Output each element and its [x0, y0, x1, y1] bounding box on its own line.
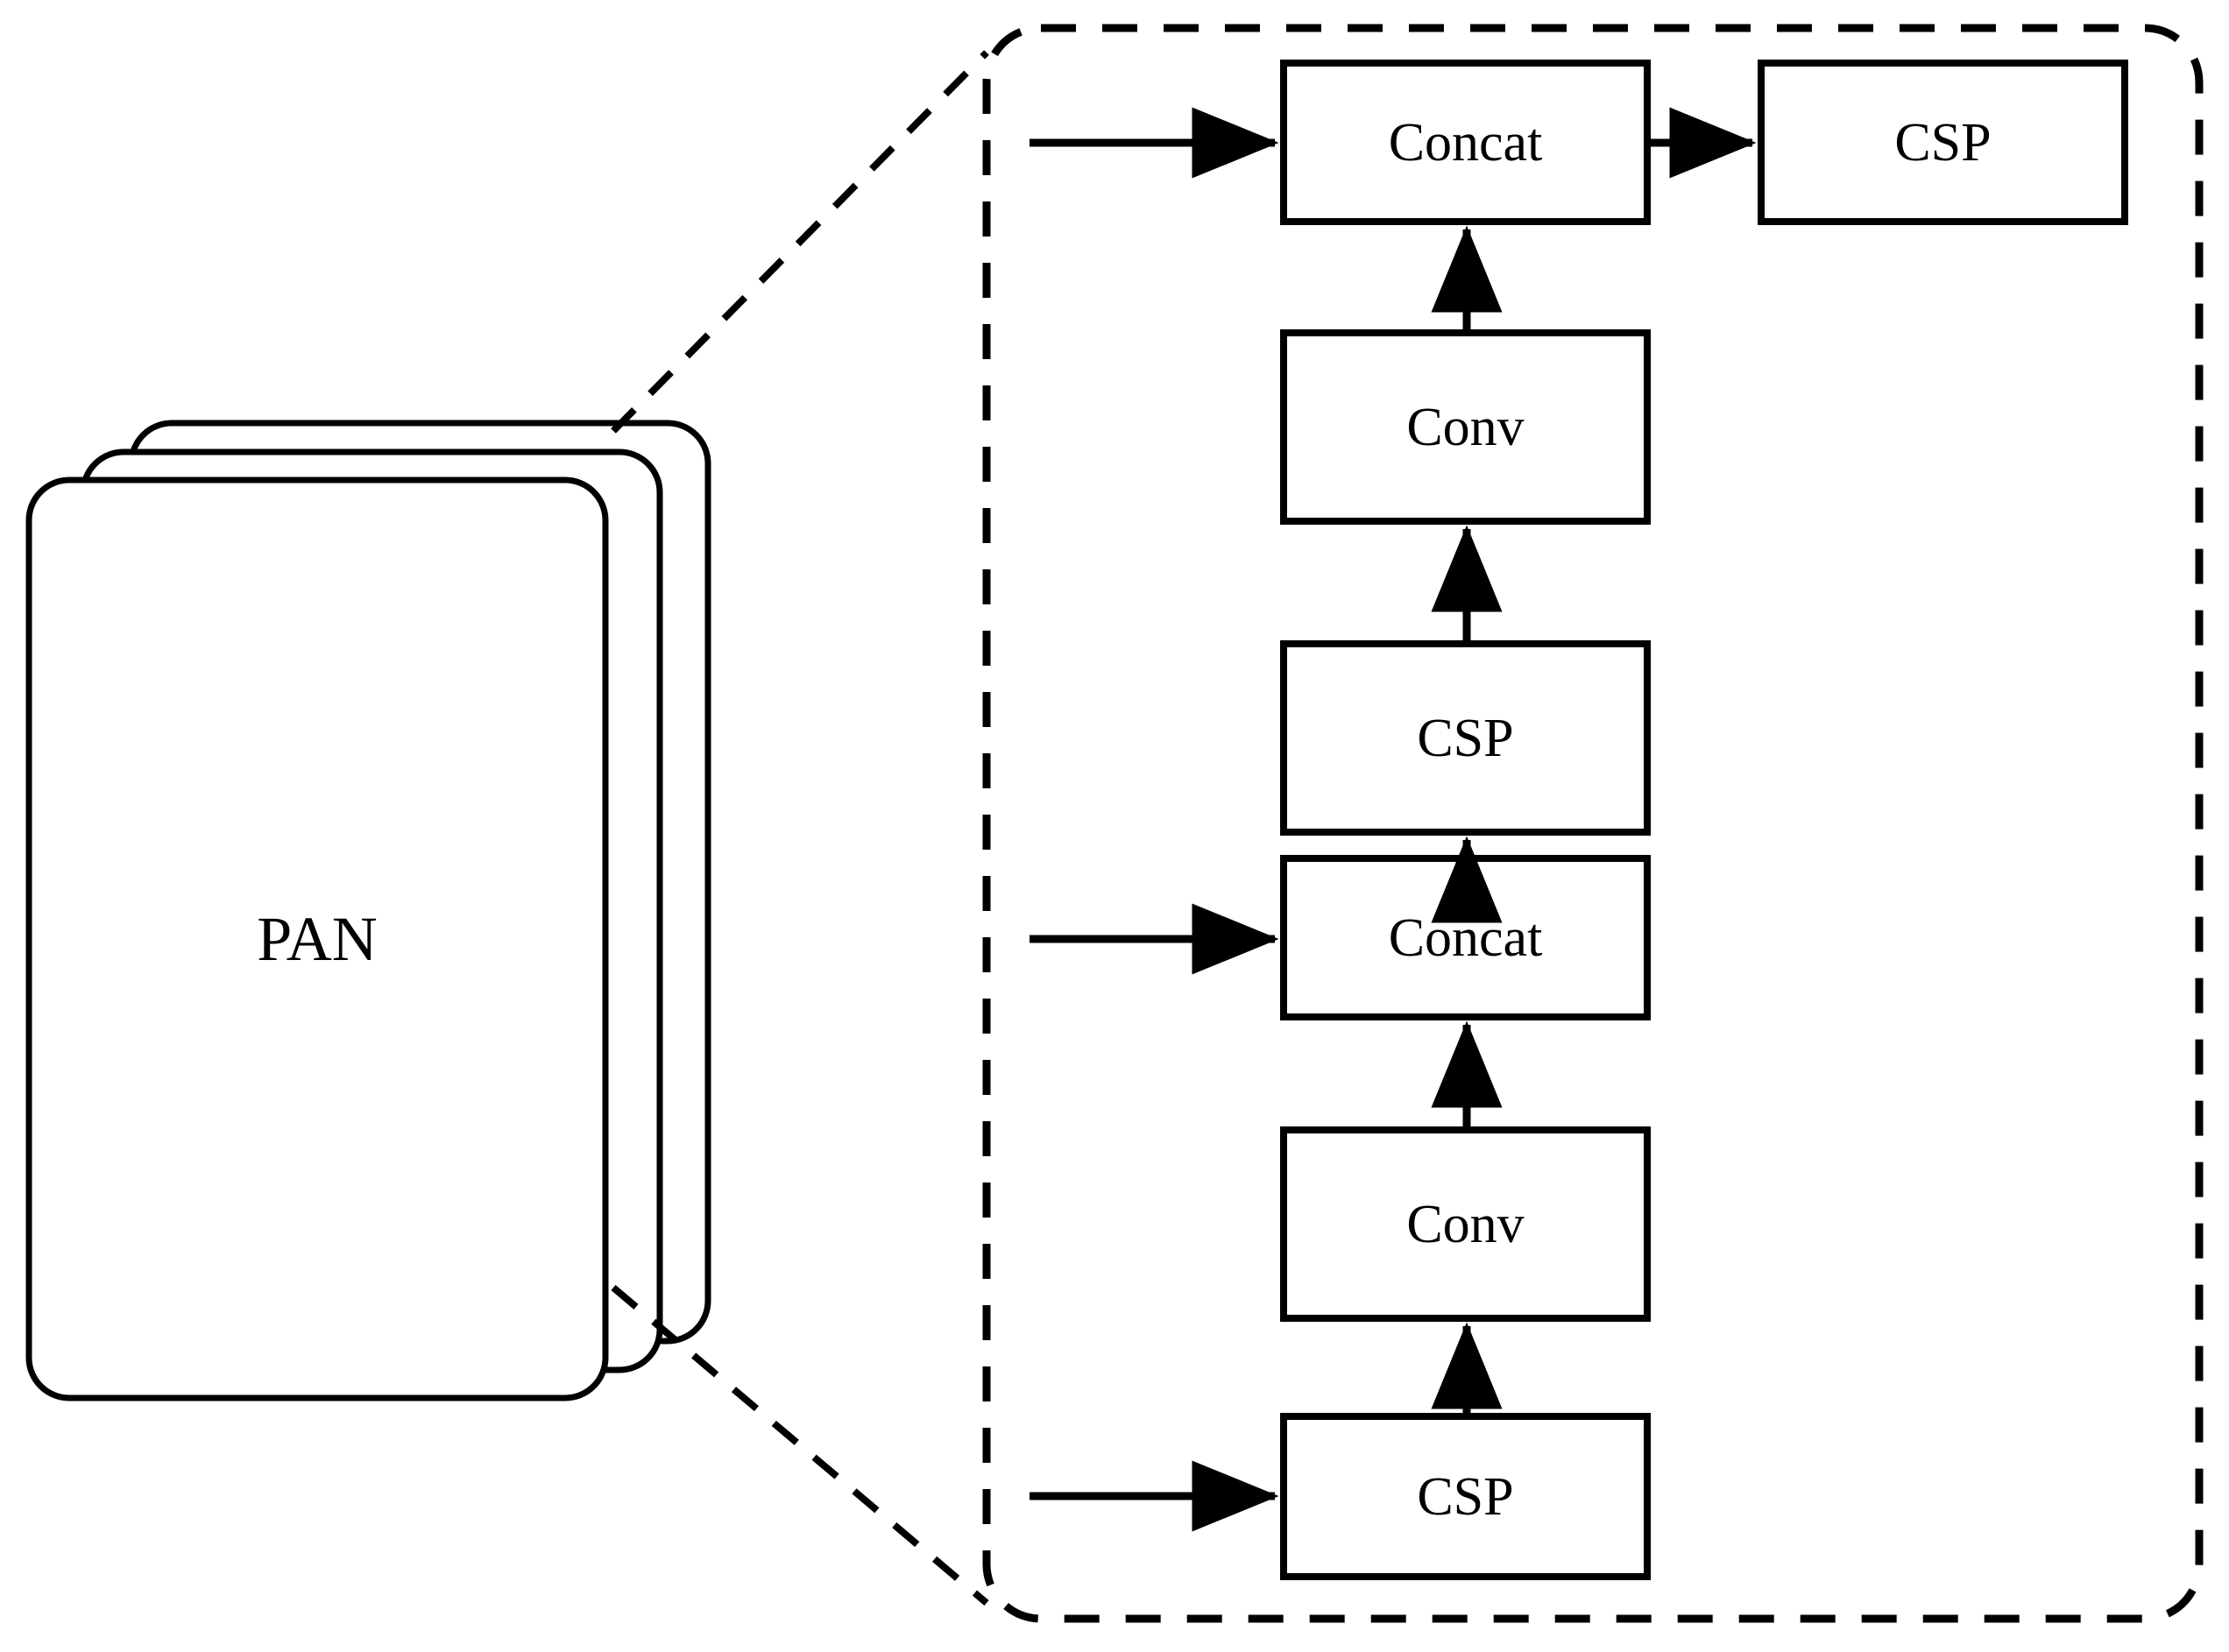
- block-conv-lower[interactable]: [1280, 1126, 1651, 1322]
- block-concat-top[interactable]: [1280, 60, 1651, 225]
- block-rectangles: [1280, 60, 2128, 1580]
- leader-line-top: [611, 50, 989, 434]
- expanded-detail-region: [982, 24, 2204, 1623]
- leader-line-bottom: [611, 1284, 989, 1606]
- callout-leader-lines: [611, 50, 989, 1606]
- pan-stack-label-text: PAN: [257, 904, 378, 974]
- block-csp-input[interactable]: [1280, 1413, 1651, 1580]
- block-concat-middle[interactable]: [1280, 855, 1651, 1020]
- pan-card-front: [25, 477, 609, 1401]
- block-csp-middle[interactable]: [1280, 640, 1651, 836]
- block-conv-upper[interactable]: [1280, 329, 1651, 525]
- block-csp-output[interactable]: [1758, 60, 2128, 225]
- connector-arrows: [1030, 107, 1757, 1532]
- pan-card-stack: [25, 420, 711, 1401]
- pan-stack-label: PAN: [29, 480, 605, 1398]
